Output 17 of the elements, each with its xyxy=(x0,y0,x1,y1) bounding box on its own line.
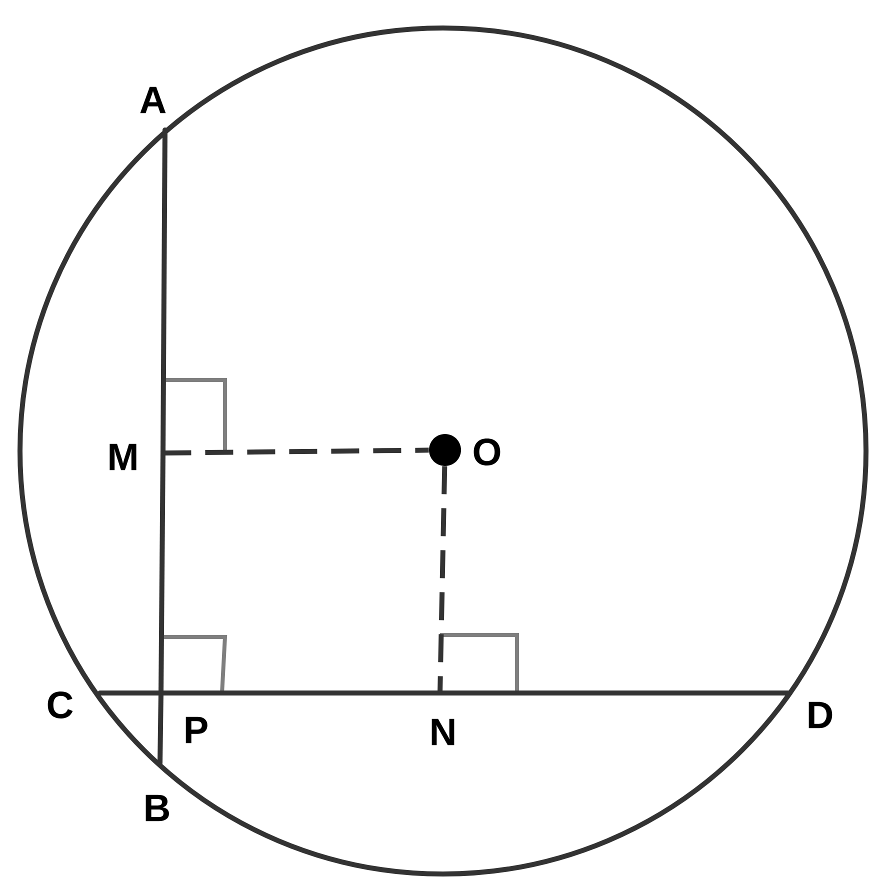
point-label: A xyxy=(140,86,166,114)
chord-line xyxy=(100,690,161,696)
point-label: N xyxy=(432,718,454,746)
chord-line xyxy=(160,130,168,453)
circle xyxy=(18,26,869,876)
point-label: M xyxy=(110,444,136,470)
chord-line xyxy=(158,693,164,763)
point-label: P xyxy=(186,716,208,744)
dashed-line xyxy=(438,466,448,693)
chord-line xyxy=(161,690,440,696)
point-label: O xyxy=(474,438,500,466)
point-label: B xyxy=(146,794,169,822)
chord-line xyxy=(158,453,166,693)
dashed-line xyxy=(163,448,429,456)
chord-line xyxy=(440,690,790,696)
point-label: C xyxy=(48,692,73,718)
point-label: D xyxy=(808,702,832,728)
